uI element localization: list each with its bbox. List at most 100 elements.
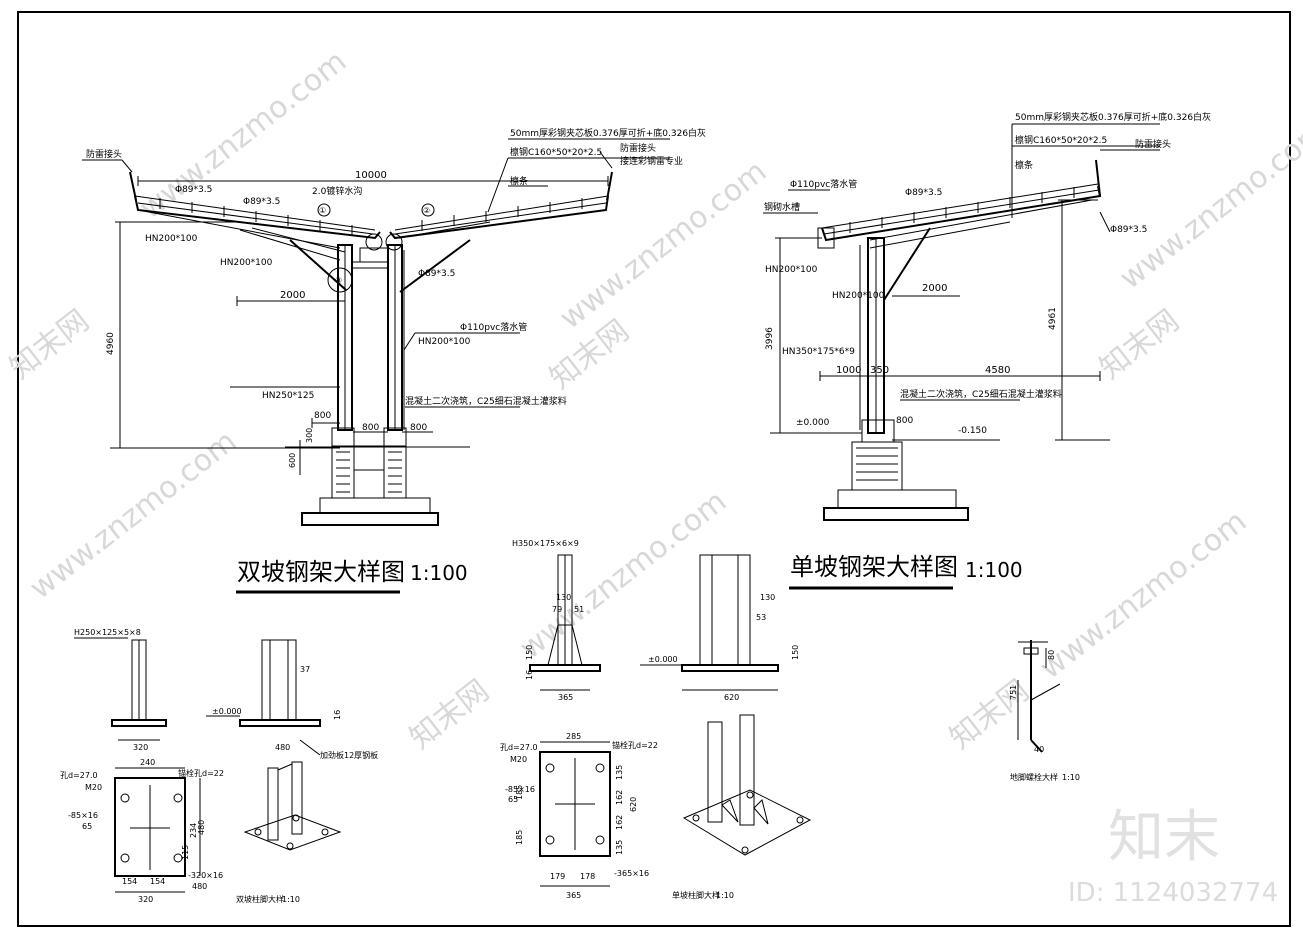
det-37: 37 — [300, 665, 310, 674]
det-620b: 620 — [629, 797, 638, 812]
dim-800a: 800 — [314, 411, 331, 421]
ss-lvl0: ±0.000 — [796, 418, 830, 428]
det-plate-b: -85×16 — [505, 785, 535, 794]
det-162b: 162 — [615, 815, 624, 830]
ridge-left-label: 防雷接头 — [86, 148, 122, 160]
single-slope-elevation: 50mm厚彩钢夹芯板0.376厚可折+底0.326白灰 檩钢C160*50*20… — [763, 111, 1211, 590]
watermark-id: ID: 1124032774 — [1068, 878, 1278, 908]
span-dim: 10000 — [355, 170, 387, 181]
bolt-751: 751 — [1009, 685, 1018, 700]
det-65b: 65 — [508, 795, 518, 804]
lbl-double-base: 双坡柱脚大样 — [236, 894, 284, 904]
det-185b: 185 — [515, 830, 524, 845]
det-130b: 130 — [760, 593, 775, 602]
drain-label: Φ110pvc落水管 — [460, 321, 527, 333]
lbl-bolt-scale: 1:10 — [1062, 773, 1080, 782]
dim-800b: 800 — [362, 423, 379, 433]
ss-h4961: 4961 — [1048, 307, 1058, 330]
watermark-brand-2: 知末网 — [543, 313, 635, 396]
det-plate-c: -320×16 — [188, 871, 223, 880]
det-hole: 孔d=27.0 — [60, 771, 98, 780]
det-79: 79 — [552, 605, 562, 614]
det-365b: 365 — [566, 891, 581, 900]
ss-d1000: 1000 — [836, 365, 861, 376]
dim-600: 600 — [288, 453, 297, 468]
watermark-brand-big: 知末 — [1108, 805, 1220, 870]
lbl-bolt: 地脚螺栓大样 — [1010, 772, 1058, 782]
det-320a: 320 — [133, 743, 148, 752]
purlins-single — [849, 187, 1075, 233]
det-anchor2: 锚栓孔d=22 — [612, 740, 658, 750]
det-stiff: 加劲板12厚钢板 — [320, 750, 378, 760]
det-16a: 16 — [333, 710, 342, 720]
ss-d800: 800 — [896, 416, 913, 426]
ss-pipe2: Φ89*3.5 — [1110, 225, 1147, 235]
watermark-site-6: www.znzmo.com — [1033, 504, 1253, 686]
det-480a: 480 — [275, 743, 290, 752]
det-234: 234 — [189, 823, 198, 838]
det-162a: 162 — [615, 790, 624, 805]
single-slope-title: 单坡钢架大样图 — [790, 553, 958, 581]
ss-lvl1: -0.150 — [958, 426, 987, 436]
det-m20b: M20 — [510, 755, 527, 764]
height-dim: 4960 — [106, 332, 116, 355]
purlins-double — [159, 198, 583, 236]
det-179a: 179 — [550, 872, 565, 881]
det-285: 285 — [566, 732, 581, 741]
det-620a: 620 — [724, 693, 739, 702]
det-m20a: M20 — [85, 783, 102, 792]
watermark-brand-4: 知末网 — [403, 673, 495, 756]
det-154a: 154 — [122, 877, 137, 886]
roof-right — [389, 195, 609, 240]
double-slope-elevation: 防雷接头 50mm厚彩钢夹芯板0.376厚可折+底0.326白灰 檩钢C160*… — [82, 127, 706, 594]
lbl-single-scale: 1:10 — [716, 891, 734, 900]
pipe-3: Φ89*3.5 — [418, 269, 455, 279]
ring-3: ③ — [335, 276, 342, 285]
ss-roof-note: 50mm厚彩钢夹芯板0.376厚可折+底0.326白灰 — [1015, 111, 1211, 123]
beam-3: HN200*100 — [418, 337, 471, 347]
details: H250×125×5×8 320 ±0.000 480 加劲板12厚钢板 16 … — [60, 539, 1080, 904]
watermarks: www.znzmo.com www.znzmo.com www.znzmo.co… — [3, 44, 1303, 908]
ss-gutter: 钢砌水槽 — [764, 201, 800, 213]
det-65a: 65 — [82, 822, 92, 831]
ss-d350: 350 — [870, 365, 889, 376]
det-130a: 130 — [556, 593, 571, 602]
ss-ridge: 防雷接头 — [1135, 138, 1171, 150]
ss-beam2: HN200*100 — [832, 291, 885, 301]
det-480b: 480 — [197, 820, 206, 835]
det-h250: H250×125×5×8 — [74, 628, 141, 637]
ss-d4580: 4580 — [985, 365, 1010, 376]
cant-dim: 2000 — [280, 290, 305, 301]
det-lvl-b: ±0.000 — [648, 655, 678, 664]
ridge-right-label: 防雷接头 — [620, 142, 656, 154]
det-240: 240 — [140, 758, 155, 767]
purlin-label: 檩钢C160*50*20*2.5 — [510, 146, 602, 158]
pipe-2: Φ89*3.5 — [243, 197, 280, 207]
column-label: HN250*125 — [262, 391, 314, 401]
single-slope-scale: 1:100 — [965, 558, 1023, 582]
purlin-word: 檩条 — [510, 175, 528, 187]
det-150a: 150 — [525, 645, 534, 660]
bolt-80: 80 — [1047, 650, 1056, 660]
det-53: 53 — [756, 613, 766, 622]
det-480c: 480 — [192, 882, 207, 891]
ss-column: HN350*175*6*9 — [782, 347, 855, 357]
beam-2: HN200*100 — [220, 258, 273, 268]
beam-1: HN200*100 — [145, 234, 198, 244]
lbl-single-base: 单坡柱脚大样 — [672, 890, 720, 900]
ring-2: ② — [423, 206, 430, 215]
ss-d2000: 2000 — [922, 283, 947, 294]
dim-300: 300 — [305, 428, 314, 443]
lbl-double-scale: 1:10 — [282, 895, 300, 904]
det-365a: 365 — [558, 693, 573, 702]
double-slope-title: 双坡钢架大样图 — [237, 558, 405, 586]
eave-right-label: 接连彩钢雷专业 — [620, 155, 683, 167]
gutter-label: 2.0镀锌水沟 — [312, 185, 362, 197]
watermark-brand-3: 知末网 — [1093, 303, 1185, 386]
roof-note: 50mm厚彩钢夹芯板0.376厚可折+底0.326白灰 — [510, 127, 706, 139]
det-154b: 154 — [150, 877, 165, 886]
ss-purlin: 檩钢C160*50*20*2.5 — [1015, 134, 1107, 146]
det-anchor: 锚栓孔d=22 — [178, 768, 224, 778]
double-slope-scale: 1:100 — [410, 561, 468, 585]
det-16b: 16 — [525, 670, 534, 680]
